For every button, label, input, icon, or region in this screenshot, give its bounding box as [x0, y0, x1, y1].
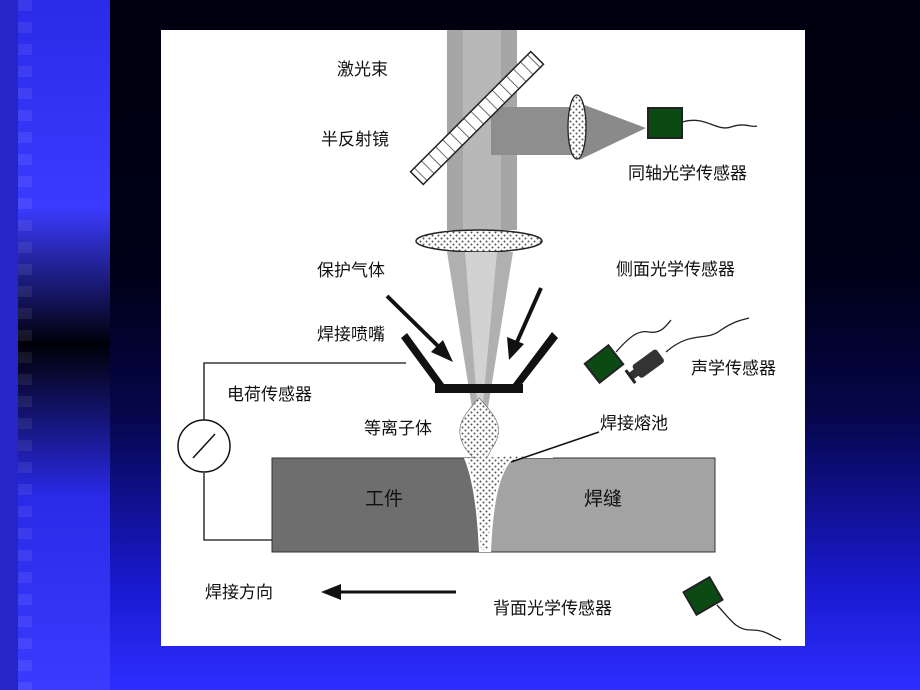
label-weld-pool: 焊接熔池 — [600, 414, 668, 434]
reflected-beam — [491, 107, 579, 155]
welding-nozzle — [401, 332, 558, 393]
laser-welding-diagram — [177, 30, 782, 641]
charge-sensor-wire — [203, 362, 406, 420]
left-decor-squares — [0, 0, 18, 690]
label-workpiece: 工件 — [365, 488, 404, 510]
side-sensor-cable — [615, 319, 672, 353]
label-laser-beam: 激光束 — [337, 60, 388, 80]
back-sensor-cable — [716, 604, 782, 641]
workpiece-left — [271, 457, 483, 553]
coaxial-sensor — [647, 107, 683, 139]
label-plasma: 等离子体 — [364, 419, 432, 439]
label-acoustic-sensor: 声学传感器 — [691, 359, 776, 379]
acoustic-sensor — [624, 349, 664, 384]
charge-sensor-wire-lower — [203, 473, 272, 541]
left-decor-squares-2 — [18, 0, 32, 690]
reflected-beam-cone — [579, 103, 646, 160]
label-weld-seam: 焊缝 — [584, 488, 623, 510]
shield-gas-arrow-right — [507, 287, 543, 360]
back-optical-sensor — [682, 575, 724, 617]
coaxial-sensor-cable — [681, 119, 758, 129]
diagram-panel: 激光束 半反射镜 同轴光学传感器 保护气体 侧面光学传感器 焊接喷嘴 声学传感器… — [161, 30, 805, 646]
coaxial-lens — [567, 94, 587, 160]
charge-meter-needle — [192, 433, 216, 459]
focusing-lens — [415, 229, 543, 253]
label-side-sensor: 侧面光学传感器 — [616, 260, 735, 280]
weld-seam-right — [481, 457, 716, 553]
label-half-mirror: 半反射镜 — [321, 130, 389, 150]
label-weld-direction: 焊接方向 — [205, 583, 273, 603]
converging-beam-core — [465, 252, 497, 414]
label-nozzle: 焊接喷嘴 — [317, 325, 385, 345]
weld-pool-pointer — [510, 431, 600, 463]
keyhole-fill — [467, 456, 527, 550]
half-reflective-mirror — [409, 50, 545, 186]
weld-direction-arrow — [321, 584, 456, 600]
label-back-sensor: 背面光学传感器 — [493, 599, 612, 619]
side-optical-sensor — [583, 343, 625, 385]
left-decor-strip — [0, 0, 110, 690]
shield-gas-arrow-left — [385, 294, 453, 362]
label-coaxial-sensor: 同轴光学传感器 — [628, 164, 747, 184]
label-charge-sensor: 电荷传感器 — [227, 385, 312, 405]
plasma-plume — [459, 397, 499, 467]
label-shield-gas: 保护气体 — [317, 261, 385, 281]
acoustic-sensor-cable — [665, 317, 750, 353]
